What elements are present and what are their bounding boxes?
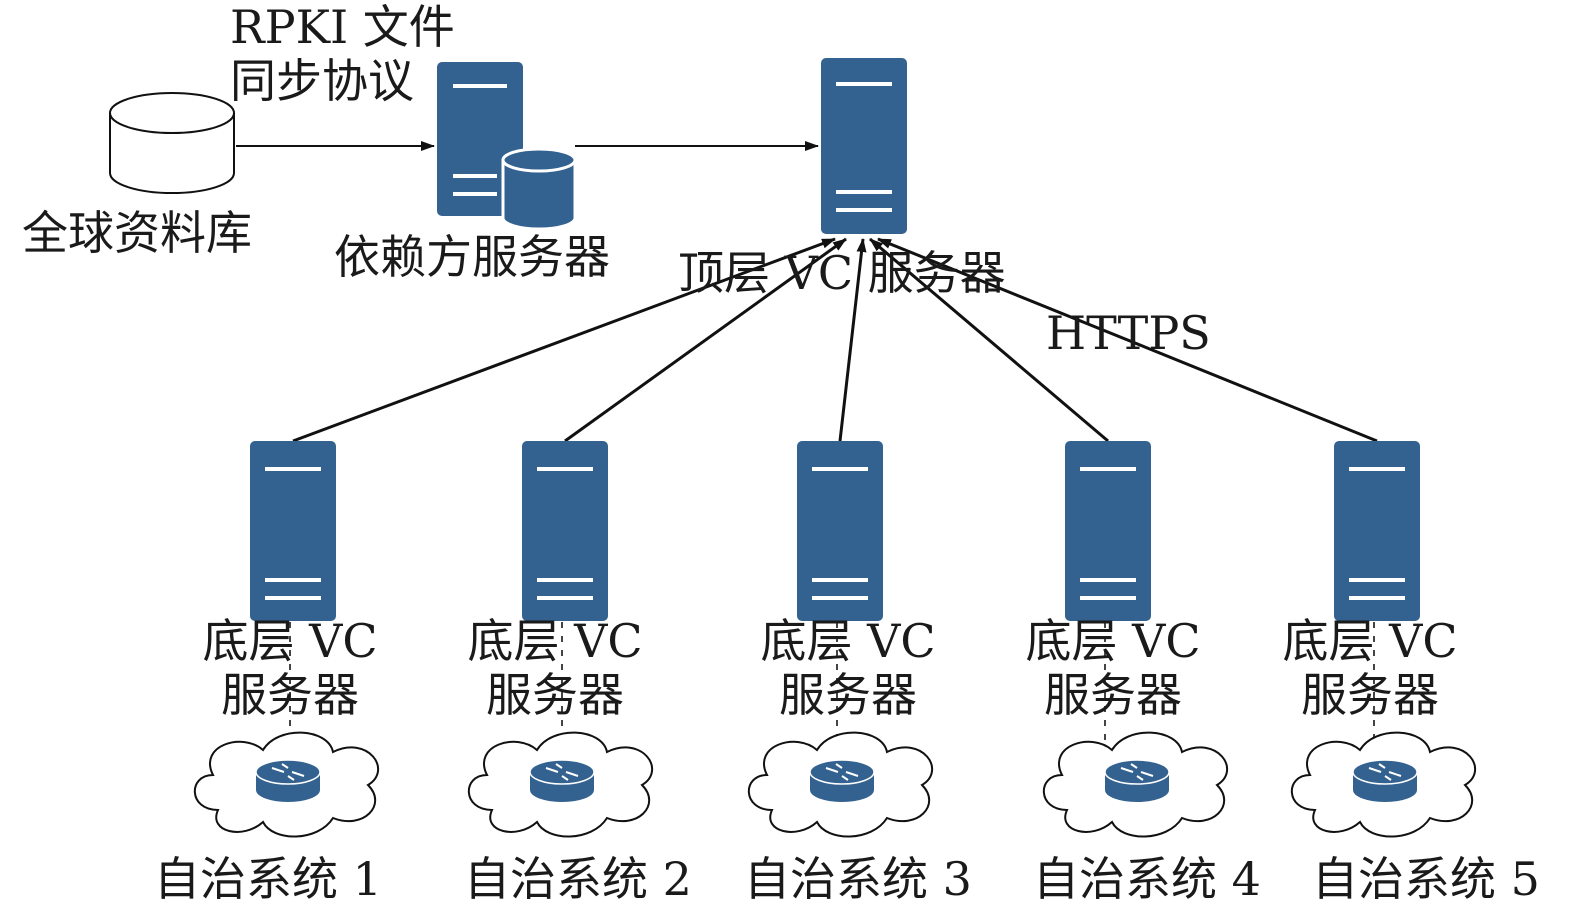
router-icon [809, 759, 875, 802]
https-link [292, 237, 836, 443]
bottom-vc-label: 底层 VC 服务器 [1282, 614, 1458, 723]
database-label: 全球资料库 [22, 206, 252, 260]
autonomous-system-label: 自治系统 1 [154, 852, 382, 906]
autonomous-system-cloud-icon [747, 731, 934, 838]
bottom-vc-server-icon [1334, 441, 1420, 621]
https-label: HTTPS [1046, 306, 1211, 360]
bottom-vc-label: 底层 VC 服务器 [467, 614, 643, 723]
autonomous-system-label: 自治系统 3 [744, 852, 972, 906]
router-icon [1104, 759, 1170, 802]
https-link [564, 237, 847, 443]
autonomous-system-label: 自治系统 2 [464, 852, 692, 906]
router-icon [529, 759, 595, 802]
top-vc-server-icon [821, 58, 907, 234]
top-vc-label: 顶层 VC 服务器 [678, 246, 1006, 300]
bottom-vc-label: 底层 VC 服务器 [760, 614, 936, 723]
router-icon [255, 759, 321, 802]
autonomous-system-cloud-icon [1042, 731, 1229, 838]
relying-party-server-icon [437, 62, 577, 231]
bottom-vc-label: 底层 VC 服务器 [1025, 614, 1201, 723]
autonomous-system-cloud-icon [1290, 731, 1477, 838]
https-link [838, 238, 867, 442]
relying-party-label: 依赖方服务器 [334, 230, 610, 284]
bottom-vc-label: 底层 VC 服务器 [202, 614, 378, 723]
autonomous-system-label: 自治系统 4 [1033, 852, 1261, 906]
bottom-vc-server-icon [250, 441, 336, 621]
database-icon [109, 92, 235, 194]
autonomous-system-cloud-icon [193, 731, 380, 838]
bottom-vc-servers [250, 441, 1420, 621]
autonomous-system-cloud-icon [467, 731, 654, 838]
https-link [869, 237, 1109, 443]
bottom-vc-server-icon [522, 441, 608, 621]
bottom-vc-server-icon [797, 441, 883, 621]
https-link [877, 237, 1378, 443]
https-links [292, 237, 1378, 443]
router-icon [1352, 759, 1418, 802]
autonomous-systems [193, 731, 1477, 838]
protocol-label: RPKI 文件 同步协议 [230, 0, 455, 109]
bottom-vc-server-icon [1065, 441, 1151, 621]
autonomous-system-label: 自治系统 5 [1312, 852, 1540, 906]
